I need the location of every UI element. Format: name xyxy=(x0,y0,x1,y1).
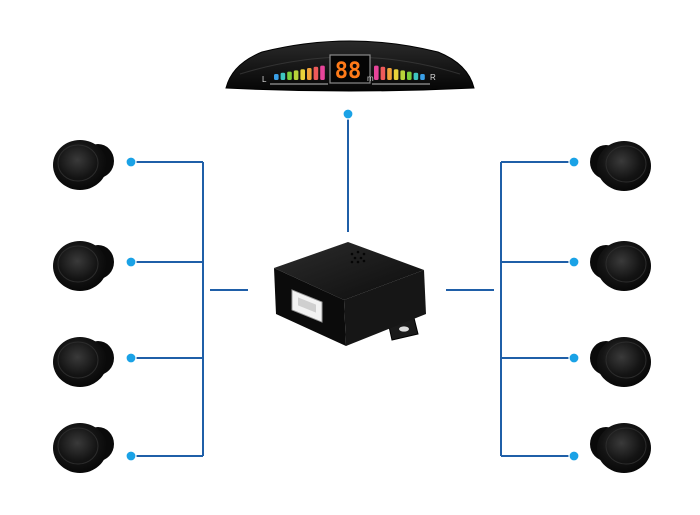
connection-node xyxy=(125,450,137,462)
distance-bar-left xyxy=(293,70,299,80)
grille-hole xyxy=(353,256,357,260)
distance-bar-right xyxy=(420,74,425,80)
right-label: R xyxy=(430,73,436,82)
digit-window xyxy=(329,54,371,84)
connection-node xyxy=(342,108,354,120)
connection-node xyxy=(568,352,580,364)
distance-bar-right xyxy=(400,70,405,80)
connection-node xyxy=(125,256,137,268)
distance-bar-right xyxy=(413,72,419,80)
control-box-top xyxy=(274,242,424,300)
grille-hole xyxy=(362,252,366,256)
distance-bar-left xyxy=(287,71,292,80)
grille-hole xyxy=(359,256,363,260)
display-unit: 88 m L R xyxy=(225,40,475,92)
wiring xyxy=(131,114,574,457)
control-unit xyxy=(274,242,426,346)
distance-bar-right xyxy=(393,69,399,80)
distance-unit: m xyxy=(367,74,374,83)
distance-bar-left xyxy=(280,72,286,80)
distance-bar-right xyxy=(387,68,392,80)
sensor-left-2 xyxy=(53,241,114,291)
connection-nodes xyxy=(125,108,580,462)
mounting-hole xyxy=(399,326,409,332)
connection-node xyxy=(568,256,580,268)
distance-bar-left xyxy=(313,66,319,80)
right-distance-bars xyxy=(374,65,425,80)
sensor-right-1 xyxy=(590,141,651,191)
control-box-side xyxy=(344,270,426,346)
buzzer-grille xyxy=(350,250,366,264)
distance-bar-left xyxy=(320,65,325,80)
distance-bar-right xyxy=(407,71,412,80)
right-sensors xyxy=(590,141,651,473)
sensor-right-4 xyxy=(590,423,651,473)
connection-node xyxy=(125,156,137,168)
sensor-right-2 xyxy=(590,241,651,291)
grille-hole xyxy=(356,260,360,264)
sensor-right-3 xyxy=(590,337,651,387)
connection-node xyxy=(125,352,137,364)
connection-node xyxy=(568,156,580,168)
distance-digits: 88 xyxy=(335,59,362,84)
distance-bar-left xyxy=(274,74,279,80)
distance-bar-left xyxy=(300,69,305,80)
distance-bar-right xyxy=(374,65,379,80)
grille-hole xyxy=(350,260,354,264)
connection-node xyxy=(568,450,580,462)
distance-bar-left xyxy=(307,68,312,80)
sensor-left-3 xyxy=(53,337,114,387)
grille-hole xyxy=(356,250,360,254)
grille-hole xyxy=(362,259,366,263)
grille-hole xyxy=(350,252,354,256)
left-distance-bars xyxy=(274,65,325,80)
left-sensors xyxy=(53,140,114,473)
connector-slot xyxy=(298,297,316,313)
sensor-left-1 xyxy=(53,140,114,190)
distance-bar-right xyxy=(380,66,386,80)
sensor-left-4 xyxy=(53,423,114,473)
left-label: L xyxy=(262,75,267,84)
